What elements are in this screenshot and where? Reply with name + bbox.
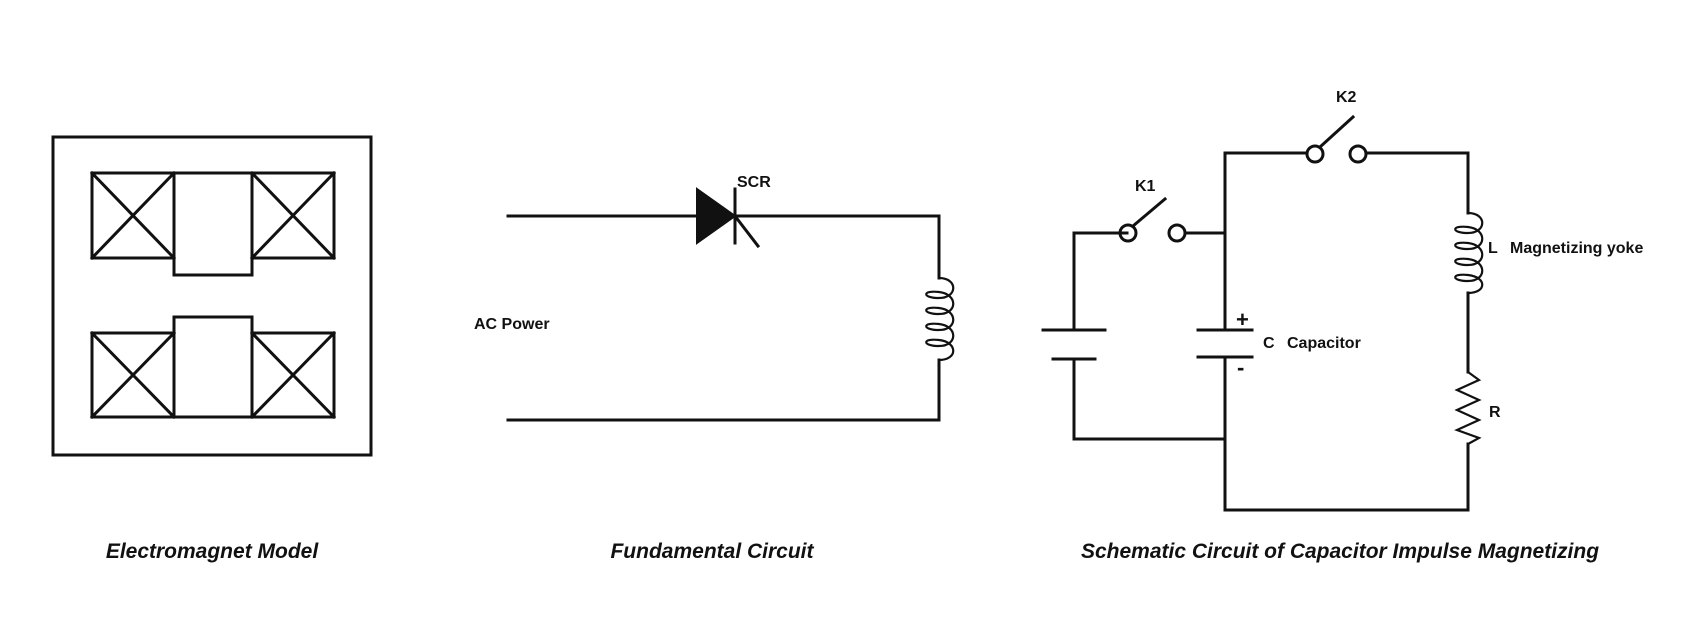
- k2-label: K2: [1336, 89, 1357, 106]
- capacitor-name: Capacitor: [1287, 335, 1361, 352]
- bottom-return-wire: [1223, 442, 1470, 512]
- capacitor-label: C: [1263, 335, 1275, 352]
- upper-core: [89, 170, 337, 277]
- minus-sign: -: [1237, 355, 1244, 380]
- plus-sign: +: [1236, 307, 1249, 332]
- lower-left-coil: [89, 330, 177, 420]
- electromagnet-model: Electromagnet Model: [51, 135, 373, 563]
- capacitor-symbol: [1196, 328, 1254, 359]
- fundamental-caption: Fundamental Circuit: [610, 540, 814, 563]
- yoke-label: Magnetizing yoke: [1510, 240, 1643, 257]
- source-top-wire: [1072, 231, 1129, 332]
- switch-k2: [1305, 114, 1368, 164]
- fundamental-circuit: SCR AC Power Fundamental Circuit: [474, 174, 955, 563]
- inductor-label: L: [1488, 240, 1498, 257]
- outer-frame: [51, 135, 373, 457]
- lower-right-coil: [249, 330, 337, 420]
- inductor-coil: [1454, 211, 1484, 295]
- upper-left-coil: [89, 170, 177, 261]
- electromagnet-caption: Electromagnet Model: [106, 540, 320, 563]
- resistor-zigzag: [1454, 371, 1482, 445]
- source-bottom-wire: [1072, 357, 1227, 441]
- k1-label: K1: [1135, 178, 1156, 195]
- lower-core: [89, 315, 337, 420]
- source-symbol: [1041, 328, 1107, 361]
- scr-label: SCR: [737, 174, 771, 191]
- ac-power-label: AC Power: [474, 316, 550, 333]
- load-coil: [925, 276, 955, 362]
- impulse-caption: Schematic Circuit of Capacitor Impulse M…: [1081, 540, 1599, 563]
- resistor-label: R: [1489, 404, 1501, 421]
- impulse-circuit: K2 K1 L Magnetizing yoke C Capacitor + -…: [1041, 89, 1643, 563]
- k2-right-wire: [1364, 151, 1470, 215]
- upper-right-coil: [249, 170, 337, 261]
- switch-k1: [1118, 196, 1187, 243]
- bottom-wire: [506, 358, 941, 422]
- top-wire-right: [733, 214, 941, 280]
